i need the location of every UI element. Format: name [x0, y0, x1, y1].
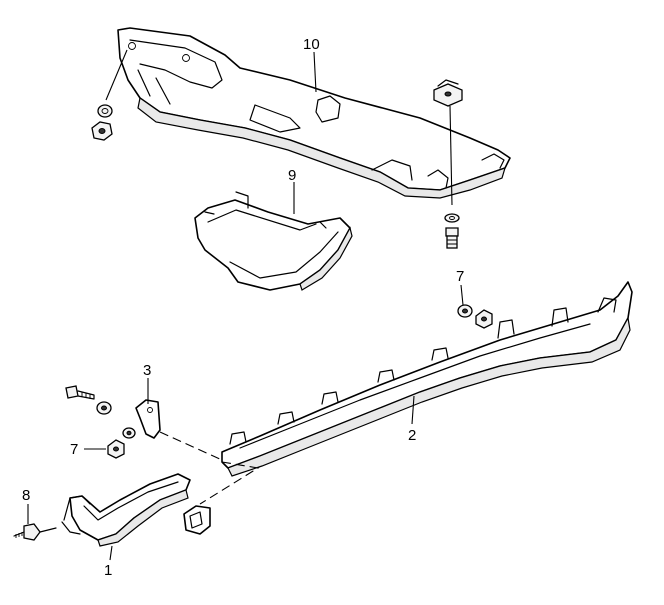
- callout-leaders: [293, 51, 415, 425]
- callout-7-upper: 7: [456, 268, 464, 285]
- part-10-right-hardware: [433, 79, 463, 249]
- retaining-clip: [183, 505, 211, 535]
- assembly-dash-lines: [159, 431, 260, 505]
- part-10-upper-panel: [117, 27, 511, 199]
- callout-10: 10: [303, 36, 320, 53]
- callout-7-lower: 7: [70, 441, 78, 458]
- callout-8: 8: [22, 487, 30, 504]
- part-1-lower-strut: [61, 473, 191, 561]
- callout-3: 3: [143, 362, 151, 379]
- part-9-tray: [194, 191, 353, 291]
- part-2-lower-rail: [221, 281, 633, 477]
- callout-1: 1: [104, 562, 112, 579]
- part-10-left-hardware: [91, 49, 128, 141]
- callout-9: 9: [288, 167, 296, 184]
- part-8-pin: [13, 504, 57, 541]
- part-7-upper-nuts: [457, 284, 493, 329]
- part-3-bracket: [65, 378, 161, 459]
- callout-2: 2: [408, 427, 416, 444]
- callout-labels: 10 9 7 2 3 7 8 1: [22, 36, 464, 579]
